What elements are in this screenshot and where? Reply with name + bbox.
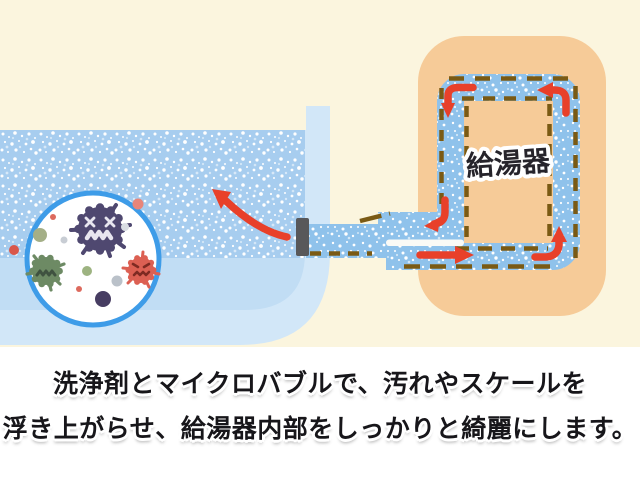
pink-dot: [132, 198, 144, 210]
germ-green-mouth: [35, 269, 57, 277]
germ-coral-face: [131, 262, 151, 277]
caption-line-1: 洗浄剤とマイクロバブルで、汚れやスケールを: [52, 369, 587, 398]
heater-label: 給湯器: [465, 144, 552, 183]
germ-green: [25, 254, 66, 292]
germ-purple-mouth: [84, 229, 114, 241]
flow-arrow-top-right-left: [537, 82, 570, 117]
flow-arrow-suction-right: [416, 246, 474, 264]
pipe-network: [306, 74, 580, 270]
pipe-divider: [386, 239, 464, 246]
background-bottom-white: [0, 347, 640, 480]
red-dot-outside: [9, 245, 19, 255]
germ-magnifier-circle: [9, 190, 162, 328]
flow-arrow-bottom-right-up: [531, 226, 567, 261]
caption-line-2: 浮き上がらせ、給湯器内部をしっかりと綺麗にします。: [2, 414, 638, 443]
flow-arrows: [212, 82, 570, 264]
germ-coral: [121, 250, 161, 289]
flow-arrow-into-tub: [212, 189, 291, 241]
tub-wall-fitting: [296, 218, 309, 256]
flow-arrow-top-left-down: [441, 83, 477, 118]
germ-purple-x-eyes: [84, 216, 116, 228]
heater-pipe-loop: [437, 74, 580, 270]
debris-dots: [33, 214, 129, 307]
scale-deposit-dashes: [310, 76, 578, 269]
flow-arrow-return-elbow: [424, 196, 449, 232]
